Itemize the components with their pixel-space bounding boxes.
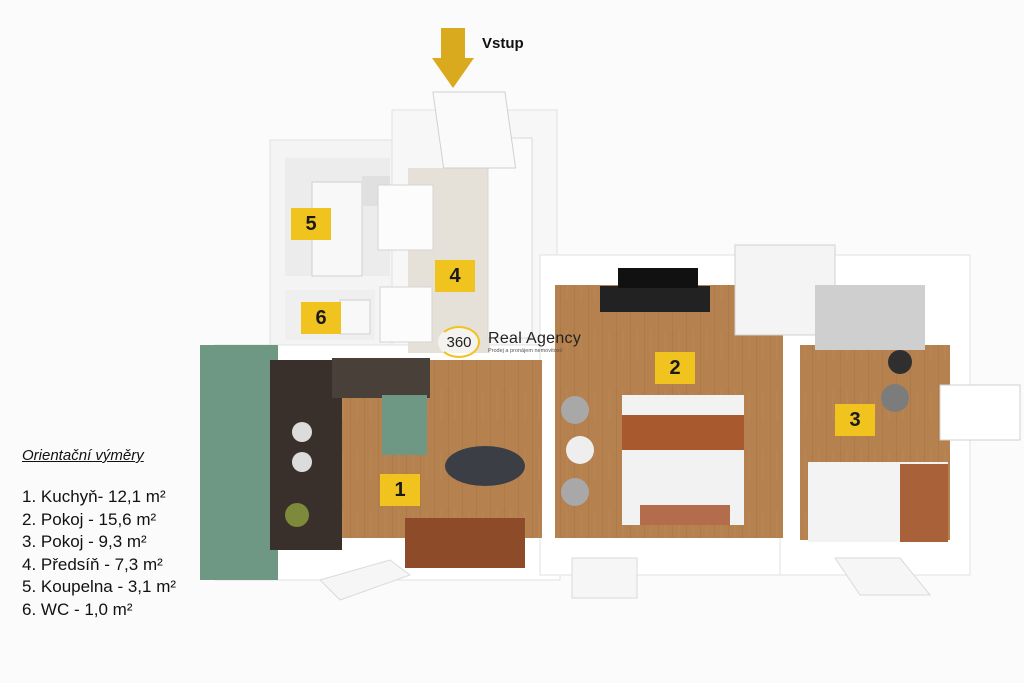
logo-name: Real Agency xyxy=(488,330,582,347)
entrance-arrow xyxy=(432,28,474,88)
room-badge-6: 6 xyxy=(301,302,341,334)
room-badge-1: 1 xyxy=(380,474,420,506)
legend-title: Orientační výměry xyxy=(22,447,144,464)
room-badge-5: 5 xyxy=(291,208,331,240)
agency-logo: 360 Real Agency Prodej a pronájem nemovi… xyxy=(438,326,581,358)
logo-tagline: Prodej a pronájem nemovitostí xyxy=(488,348,563,354)
legend-item: 6. WC - 1,0 m² xyxy=(22,599,133,619)
small-bedroom-room xyxy=(734,244,1021,542)
entrance-label: Vstup xyxy=(482,35,524,52)
legend-item: 2. Pokoj - 15,6 m² xyxy=(22,509,157,529)
room-badge-3: 3 xyxy=(835,404,875,436)
window-sills xyxy=(319,557,932,601)
area-legend: Orientační výměry 1. Kuchyň- 12,1 m² 2. … xyxy=(22,447,176,621)
legend-item: 3. Pokoj - 9,3 m² xyxy=(22,532,147,551)
legend-item: 5. Koupelna - 3,1 m² xyxy=(22,577,177,596)
room-badge-4: 4 xyxy=(435,260,475,292)
legend-item: 1. Kuchyň- 12,1 m² xyxy=(22,487,166,506)
kitchen-room xyxy=(200,345,542,580)
room-badge-2: 2 xyxy=(655,352,695,384)
logo-360-mark: 360 xyxy=(438,326,480,358)
legend-item: 4. Předsíň - 7,3 m² xyxy=(22,554,163,574)
